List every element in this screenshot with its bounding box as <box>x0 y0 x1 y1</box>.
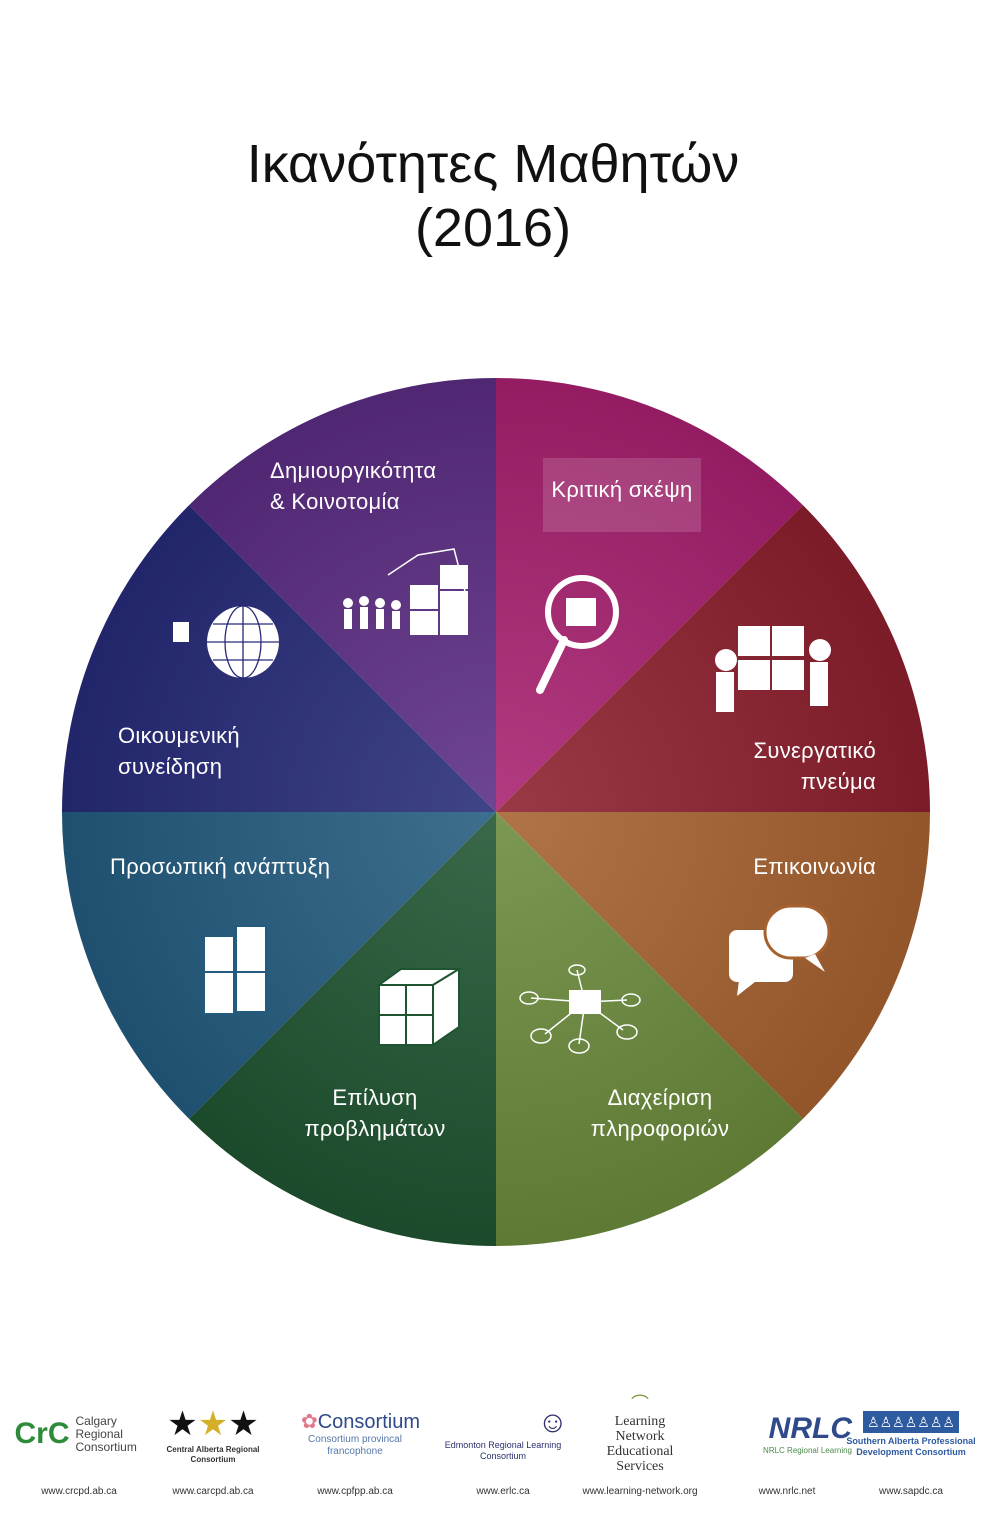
logo-learning-network[interactable]: ⌒ Learning Network Educational Services … <box>582 1393 698 1497</box>
edmonton-logo-mark: ☺ <box>537 1405 568 1439</box>
logo-nrlc[interactable]: NRLC NRLC Regional Learning www.nrlc.net <box>758 1411 852 1497</box>
speech-bubbles-puzzle-icon <box>729 904 831 996</box>
central-alberta-logo-mark: ★★★ <box>167 1405 259 1443</box>
logo-consortium-provincal-francophone[interactable]: ✿Consortium Consortium provincal francop… <box>300 1410 420 1498</box>
page-title-line2: (2016) <box>414 198 572 258</box>
segment-label-communication: Επικοινωνία <box>753 854 876 879</box>
puzzle-cube-icon <box>375 967 463 1047</box>
southern-alberta-logo-mark: ♙♙♙♙♙♙♙ <box>863 1410 959 1433</box>
logo-calgary-regional-consortium[interactable]: CrC Calgary Regional Consortium www.crcp… <box>14 1413 137 1497</box>
logo-central-alberta-regional-consortium[interactable]: ★★★ Central Alberta Regional Consortium … <box>166 1405 260 1497</box>
segment-label-critical-thinking: Κριτική σκέψη <box>551 477 693 502</box>
team-pulling-puzzle-icon <box>343 548 468 635</box>
logo-southern-alberta-pd-consortium[interactable]: ♙♙♙♙♙♙♙ Southern Alberta Professional De… <box>846 1396 976 1498</box>
logo-edmonton-regional-learning-consortium[interactable]: ☺ Edmonton Regional Learning Consortium … <box>444 1405 568 1497</box>
people-puzzle-icon <box>715 626 831 712</box>
learning-network-logo-mark: ⌒ <box>631 1393 649 1414</box>
nrlc-logo-mark: NRLC <box>768 1411 852 1445</box>
segment-label-personal-growth: Προσωπική ανάπτυξη <box>110 854 331 879</box>
globe-puzzle-icon <box>173 605 279 679</box>
ladder-puzzle-icon <box>203 925 267 1015</box>
page-title-line1: Ικανότητες Μαθητών <box>246 134 740 194</box>
magnifier-puzzle-icon <box>536 575 619 694</box>
network-puzzle-icon <box>519 964 641 1054</box>
critical-thinking-label-box <box>543 458 701 532</box>
segment-label-creativity: Δημιουργικότητα& Κοινοτομία <box>270 458 437 514</box>
calgary-logo-mark: CrC <box>14 1416 70 1450</box>
consortium-logo-mark: ✿Consortium <box>300 1410 420 1433</box>
